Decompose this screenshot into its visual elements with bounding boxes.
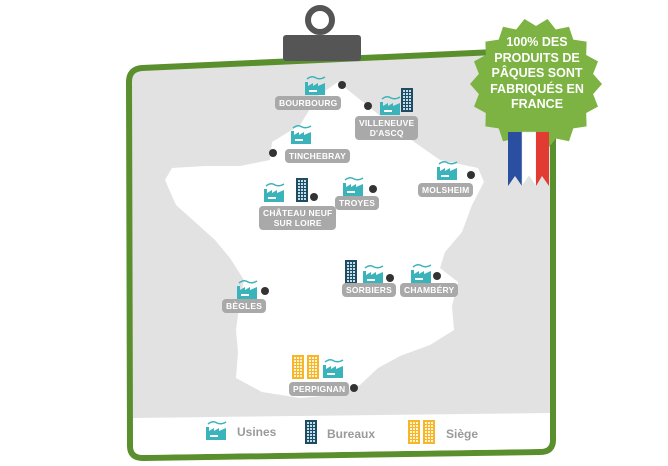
bureau-icon (305, 420, 317, 447)
siege-icon (408, 420, 436, 447)
flag-white (521, 131, 537, 187)
usine-icon (410, 263, 432, 288)
city-label: TROYES (335, 196, 380, 210)
location-dot (350, 384, 358, 392)
city-label: PERPIGNAN (289, 382, 350, 396)
location-dot (364, 102, 372, 110)
france-map (165, 82, 484, 398)
location-dot (310, 193, 318, 201)
clip-ring (305, 5, 335, 35)
city-label-line: MOLSHEIM (422, 185, 470, 195)
city-label-line: SUR LOIRE (273, 218, 322, 228)
badge-line: PRODUITS DE (494, 50, 580, 65)
city-label: SORBIERS (342, 283, 396, 297)
city-label: MOLSHEIM (418, 183, 474, 197)
city-label: TINCHEBRAY (285, 149, 350, 163)
clip-base (283, 35, 361, 61)
usine-icon (290, 124, 312, 149)
city-label: BÈGLES (222, 299, 267, 313)
city-label-line: SORBIERS (346, 285, 392, 295)
badge-line: FABRIQUÉS EN (490, 81, 584, 96)
usine-icon (342, 176, 364, 201)
siege-icon (292, 355, 320, 384)
city-label: BOURBOURG (275, 96, 342, 110)
city-label-line: BÈGLES (226, 301, 263, 311)
city-label-line: D'ASCQ (369, 128, 404, 138)
location-dot (269, 149, 277, 157)
legend-label: Siège (446, 426, 479, 441)
bureau-icon (401, 88, 413, 117)
usine-icon (436, 160, 458, 185)
city-label-line: VILLENEUVE (359, 118, 415, 128)
location-dot (467, 171, 475, 179)
city-label-line: PERPIGNAN (293, 384, 346, 394)
legend-usines: Usines (205, 420, 276, 443)
location-dot (338, 81, 346, 89)
legend-strip (133, 413, 550, 455)
location-dot (369, 185, 377, 193)
badge-line: FRANCE (510, 97, 564, 111)
flag-red (536, 132, 549, 186)
flag-blue (508, 132, 522, 186)
badge-text: 100% DES PRODUITS DE PÂQUES SONT FABRIQU… (478, 35, 596, 113)
legend-label: Bureaux (327, 426, 376, 441)
bureau-icon (345, 260, 357, 289)
usine-icon (322, 358, 344, 383)
location-dot (386, 274, 394, 282)
city-label-line: TINCHEBRAY (289, 151, 346, 161)
location-dot (261, 287, 269, 295)
legend-bureaux: Bureaux (305, 420, 375, 447)
usine-icon (205, 420, 227, 443)
legend-siege: Siège (408, 420, 478, 447)
city-label: CHAMBÉRY (400, 283, 459, 297)
usine-icon (263, 182, 285, 207)
badge-line: PÂQUES SONT (491, 66, 583, 80)
usine-icon (379, 95, 401, 120)
usine-icon (362, 264, 384, 289)
city-label-line: CHAMBÉRY (404, 285, 455, 295)
bureau-icon (296, 178, 308, 207)
city-label-line: TROYES (339, 198, 376, 208)
badge-starburst (470, 19, 602, 149)
badge-line: 100% DES (506, 35, 568, 49)
city-label-line: BOURBOURG (279, 98, 338, 108)
usine-icon (304, 75, 326, 100)
legend-label: Usines (237, 424, 277, 439)
usine-icon (236, 279, 258, 304)
location-dot (433, 272, 441, 280)
city-label-line: CHÂTEAU NEUF (263, 208, 333, 218)
